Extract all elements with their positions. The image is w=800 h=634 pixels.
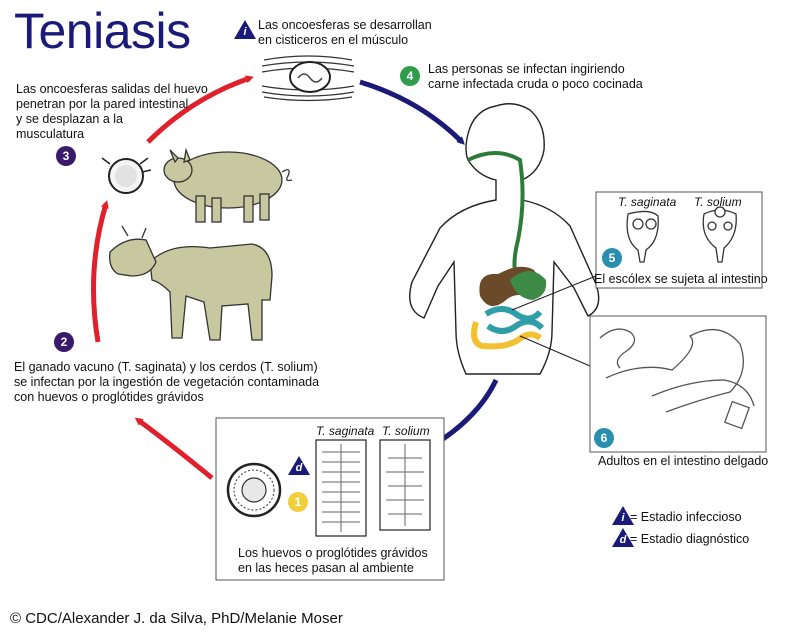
solium-scolex-drawing	[702, 206, 737, 263]
scolex-label-solium: T. solium	[694, 195, 742, 209]
solium-proglottid-drawing	[379, 439, 431, 531]
stage1-label-solium: T. solium	[382, 424, 430, 438]
copyright-credit: © CDC/Alexander J. da Silva, PhD/Melanie…	[10, 610, 343, 627]
infective-stage-triangle: i	[234, 20, 256, 39]
arrow-1-to-2	[134, 417, 214, 480]
step-3-badge: 3	[56, 146, 76, 166]
step-2-text: El ganado vacuno (T. saginata) y los cer…	[14, 360, 320, 404]
page-title: Teniasis	[14, 3, 191, 59]
step-1-badge: 1	[288, 492, 308, 512]
legend-diagnostic-triangle: d	[612, 528, 634, 547]
oncosphere-illustration	[101, 157, 152, 194]
diagnostic-stage-triangle: d	[288, 456, 310, 475]
legend-infective-triangle: i	[612, 506, 634, 525]
stage1-label-saginata: T. saginata	[316, 424, 375, 438]
adult-worms-drawing	[599, 328, 755, 430]
adult-worms-panel	[589, 315, 767, 453]
digestive-tract	[467, 151, 547, 350]
arrow-2-to-3	[91, 200, 109, 343]
pig-illustration	[163, 147, 293, 223]
step-2-badge: 2	[54, 332, 74, 352]
step-4-badge: 4	[400, 66, 420, 86]
step-6-badge: 6	[594, 428, 614, 448]
cow-illustration	[109, 225, 273, 341]
arrow-3-to-cyst	[146, 75, 254, 144]
scolex-label-saginata: T. saginata	[618, 195, 677, 209]
human-silhouette	[409, 103, 600, 375]
egg-drawing	[226, 462, 282, 518]
arrow-4-to-human	[359, 79, 465, 145]
muscle-cysticercus-illustration	[261, 55, 355, 102]
step-5-text: El escólex se sujeta al intestino	[594, 272, 768, 286]
step-5-badge: 5	[602, 248, 622, 268]
legend-infective-label: = Estadio infeccioso	[630, 510, 742, 524]
saginata-scolex-drawing	[626, 210, 659, 263]
scolex-panel	[595, 191, 763, 289]
saginata-proglottid-drawing	[315, 439, 367, 537]
step-6-text: Adultos en el intestino delgado	[598, 454, 769, 468]
legend-diagnostic-label: = Estadio diagnóstico	[630, 532, 750, 546]
